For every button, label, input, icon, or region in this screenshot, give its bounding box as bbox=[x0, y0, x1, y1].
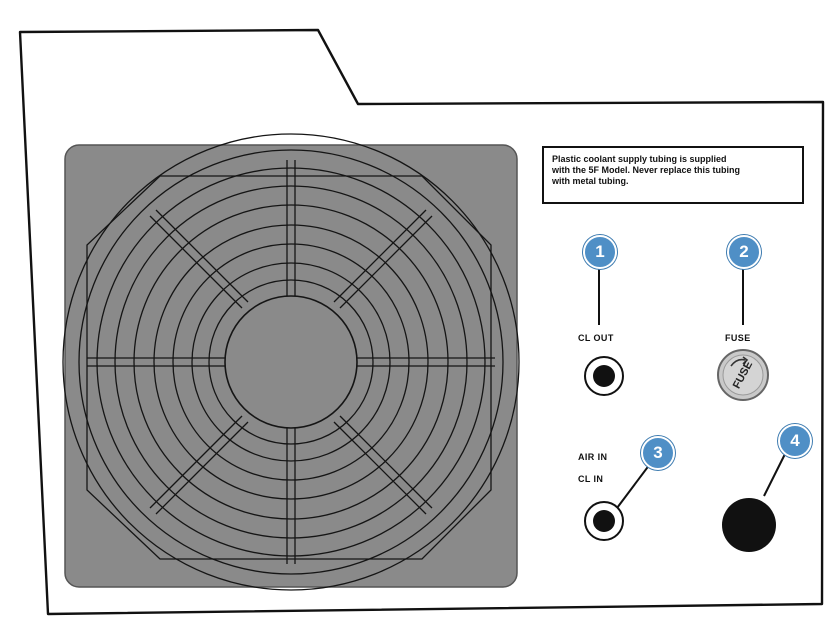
callout-badge-2: 2 bbox=[727, 235, 761, 269]
leader-line-3 bbox=[616, 463, 651, 509]
tubing-notice: Plastic coolant supply tubing is supplie… bbox=[542, 146, 804, 204]
cooling-in-label: CL IN bbox=[578, 474, 604, 484]
callout-badge-3: 3 bbox=[641, 436, 675, 470]
cooling-out-label: CL OUT bbox=[578, 333, 614, 343]
cooling-in-port-icon bbox=[584, 501, 624, 541]
housing-outline bbox=[18, 28, 825, 616]
callout-badge-1: 1 bbox=[583, 235, 617, 269]
power-plug-icon bbox=[722, 498, 776, 552]
notice-line-1: Plastic coolant supply tubing is supplie… bbox=[552, 154, 727, 164]
cooling-out-port-icon bbox=[584, 356, 624, 396]
fuse-holder-icon bbox=[717, 349, 769, 401]
fuse-label: FUSE bbox=[725, 333, 751, 343]
air-in-label: AIR IN bbox=[578, 452, 608, 462]
callout-badge-4: 4 bbox=[778, 424, 812, 458]
notice-line-3: with metal tubing. bbox=[552, 176, 629, 186]
fan-grille-icon bbox=[62, 133, 520, 591]
leader-line-4 bbox=[763, 451, 787, 497]
notice-line-2: with the 5F Model. Never replace this tu… bbox=[552, 165, 741, 175]
